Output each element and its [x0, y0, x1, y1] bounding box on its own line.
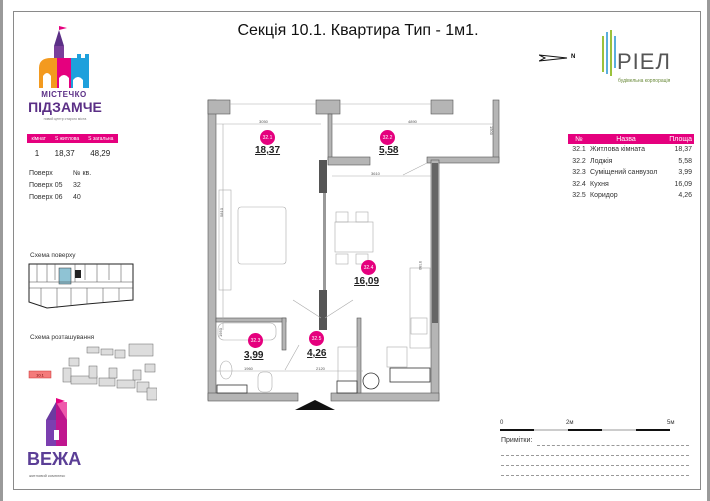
rooms-table-header: № Назва Площа: [568, 134, 694, 144]
room-number: 32.2: [572, 157, 586, 165]
room-badge: 32.4: [361, 260, 376, 275]
room-number: 32.4: [572, 180, 586, 188]
scale-label-2m: 2м: [566, 420, 574, 426]
room-area-label: 3,99: [244, 350, 264, 361]
room-name: Лоджія: [590, 157, 613, 165]
summary-values: 1 18,37 48,29: [27, 149, 118, 159]
room-badge: 32.3: [248, 333, 263, 348]
complex-name: ВЕЖА: [27, 449, 82, 469]
room-badge: 32.2: [380, 130, 395, 145]
room-name: Коридор: [590, 192, 618, 200]
room-row: 32.3 Суміщений санвузол 3,99: [568, 167, 694, 179]
floor-scheme-label: Схема поверху: [30, 252, 76, 259]
room-area-label: 16,09: [354, 276, 380, 287]
dimension-label: 3610: [371, 171, 380, 176]
floor-name: Поверх 05: [29, 182, 63, 189]
wall-left: [207, 99, 217, 401]
room-name: Суміщений санвузол: [590, 169, 658, 177]
dimension-label: 3050: [259, 119, 268, 124]
dimension-label: 1950: [217, 328, 223, 337]
room-number: 32.1: [572, 146, 586, 154]
scale-label-5m: 5м: [667, 420, 675, 426]
room-row: 32.2 Лоджія 5,58: [568, 156, 694, 168]
room-number: 32.3: [572, 169, 586, 177]
developer-sub: будівельна корпорація: [618, 78, 671, 84]
room-number: 32.5: [572, 192, 586, 200]
dimension-label: 1960: [244, 366, 253, 371]
room-badge: 32.1: [260, 130, 275, 145]
floor-plan: [207, 99, 500, 410]
dimension-label: 5780: [417, 261, 423, 270]
room-area: 5,58: [678, 157, 692, 165]
castle-logo-icon: [39, 26, 89, 88]
room-badge: 32.5: [309, 331, 324, 346]
scale-label-0: 0: [500, 420, 504, 426]
summary-header-total: S загальна: [88, 135, 114, 142]
summary-header-rooms: кімнат: [31, 135, 46, 142]
summary-total-area: 48,29: [90, 149, 111, 158]
room-row: 32.4 Кухня 16,09: [568, 179, 694, 191]
dimension-label: 2120: [316, 366, 325, 371]
notes-label: Примітки:: [501, 437, 533, 444]
apt-number: 40: [73, 194, 81, 201]
developer-logo-icon: [602, 30, 616, 76]
summary-header-living: S житлова: [54, 135, 80, 142]
col-name: Назва: [616, 135, 636, 143]
developer-name: РІЕЛ: [617, 49, 671, 74]
room-row: 32.1 Житлова кімната 18,37: [568, 144, 694, 156]
summary-living-area: 18,37: [54, 149, 75, 158]
col-number: №: [575, 135, 583, 143]
floor-scheme-thumbnail: [28, 263, 134, 309]
notes-line: [501, 455, 689, 456]
notes-line: [537, 445, 689, 446]
dimension-label: 1500: [488, 126, 494, 135]
room-name: Кухня: [590, 180, 609, 188]
brand-name-line1: МІСТЕЧКО: [41, 90, 87, 99]
floors-table: Поверх № кв. Поверх 05 32 Поверх 06 40: [29, 168, 91, 204]
summary-header: кімнат S житлова S загальна: [27, 134, 118, 143]
brand-name-line2: ПІДЗАМЧЕ: [28, 99, 102, 115]
tower-logo-icon: [46, 398, 67, 446]
complex-sub: житловий комплекс: [29, 473, 66, 478]
location-scheme-label: Схема розташування: [30, 334, 95, 341]
brand-tagline: новий центр старого міста: [43, 117, 87, 121]
notes-line: [501, 475, 689, 476]
room-area-label: 4,26: [307, 348, 327, 359]
page-title: Секція 10.1. Квартира Тип - 1м1.: [237, 22, 479, 39]
room-area: 4,26: [678, 192, 692, 200]
location-section: 10.1: [36, 373, 45, 378]
notes-line: [501, 465, 689, 466]
col-area: Площа: [669, 135, 692, 143]
room-area: 3,99: [678, 169, 692, 177]
location-scheme-thumbnail: 10.1: [28, 343, 157, 401]
scale-bar: [500, 429, 670, 431]
room-area: 16,09: [674, 180, 692, 188]
floors-header-floor: Поверх: [29, 170, 53, 177]
room-area-label: 5,58: [379, 145, 399, 156]
room-row: 32.5 Коридор 4,26: [568, 190, 694, 202]
compass-north: N: [571, 54, 576, 60]
room-name: Житлова кімната: [590, 146, 646, 154]
summary-rooms: 1: [34, 149, 40, 158]
dimension-label: 4890: [408, 119, 417, 124]
apt-number: 32: [73, 182, 81, 189]
room-area-label: 18,37: [255, 145, 281, 156]
floors-header-apt: № кв.: [73, 170, 92, 177]
floor-name: Поверх 06: [29, 194, 63, 201]
dimension-label: 5810: [218, 208, 224, 217]
room-area: 18,37: [674, 146, 692, 154]
sheet-frame: [13, 11, 701, 490]
north-arrow-icon: [539, 54, 568, 62]
